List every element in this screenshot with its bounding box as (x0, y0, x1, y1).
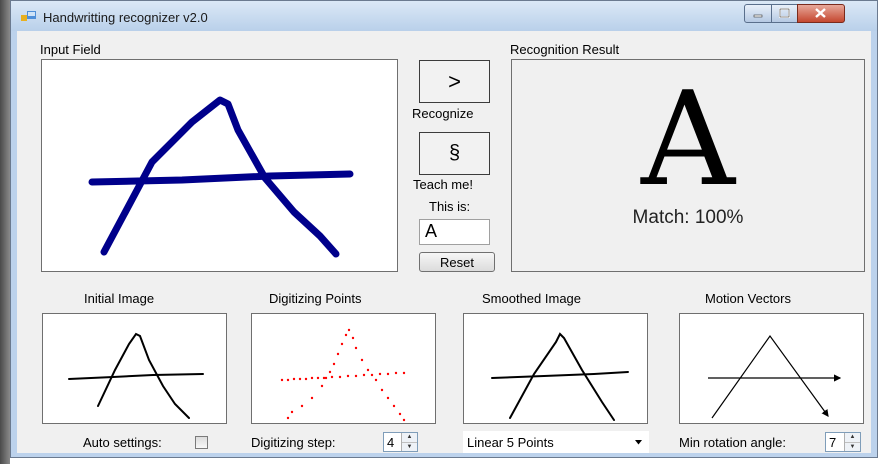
digitizing-step-stepper[interactable]: 4 ▲ ▼ (383, 432, 418, 452)
app-window: Handwritting recognizer v2.0 Input Field… (10, 0, 878, 458)
smoothed-image-preview (463, 313, 648, 424)
motion-vectors-preview (679, 313, 864, 424)
handwritten-letter-drawing (88, 96, 354, 258)
minimize-icon (753, 14, 763, 18)
maximize-button[interactable] (771, 4, 798, 23)
this-is-label: This is: (429, 199, 471, 214)
teach-button[interactable]: § (419, 132, 490, 175)
chevron-down-icon (635, 440, 642, 445)
window-title: Handwritting recognizer v2.0 (43, 10, 208, 25)
title-bar[interactable]: Handwritting recognizer v2.0 (11, 1, 877, 31)
spin-up-icon[interactable]: ▲ (402, 433, 417, 442)
initial-image-drawing (68, 332, 204, 419)
digitizing-points-drawing (280, 328, 406, 422)
smoothing-value: Linear 5 Points (467, 435, 554, 450)
this-is-input[interactable]: A (419, 219, 490, 245)
min-rotation-angle-value: 7 (829, 435, 837, 450)
recognition-result-panel: A Match: 100% (511, 59, 865, 272)
recognition-result-label: Recognition Result (510, 42, 620, 57)
initial-image-label: Initial Image (84, 291, 155, 306)
recognize-button[interactable]: > (419, 60, 490, 103)
result-letter: A (641, 63, 735, 215)
input-field-label: Input Field (40, 42, 101, 57)
minimize-button[interactable] (744, 4, 772, 23)
reset-button[interactable]: Reset (419, 252, 495, 272)
initial-image-preview (42, 313, 227, 424)
smoothed-image-label: Smoothed Image (482, 291, 582, 306)
digitizing-step-label: Digitizing step: (251, 435, 336, 450)
close-button[interactable] (797, 4, 845, 23)
maximize-icon (779, 8, 790, 18)
motion-vectors-label: Motion Vectors (705, 291, 791, 306)
match-percentage: Match: 100% (632, 207, 744, 228)
app-icon (21, 11, 36, 21)
smoothing-select[interactable]: Linear 5 Points (463, 431, 649, 453)
digitizing-points-preview (251, 313, 436, 424)
auto-settings-checkbox[interactable] (195, 436, 208, 449)
teach-section-icon: § (448, 142, 461, 164)
recognize-label: Recognize (412, 106, 474, 121)
smoothed-image-drawing (491, 332, 629, 421)
spin-up-icon[interactable]: ▲ (845, 433, 860, 442)
main-area: Input Field > Recognize § Teach me! This… (17, 31, 871, 453)
min-rotation-angle-stepper[interactable]: 7 ▲ ▼ (825, 432, 861, 452)
spin-down-icon[interactable]: ▼ (402, 441, 417, 451)
input-canvas[interactable] (41, 59, 398, 272)
digitizing-points-label: Digitizing Points (269, 291, 362, 306)
min-rotation-angle-label: Min rotation angle: (679, 435, 786, 450)
auto-settings-label: Auto settings: (83, 435, 162, 450)
digitizing-step-value: 4 (387, 435, 395, 450)
spin-down-icon[interactable]: ▼ (845, 441, 860, 451)
recognize-arrow-icon: > (448, 68, 461, 94)
close-icon (815, 8, 826, 18)
motion-vectors-drawing (708, 334, 842, 419)
teach-label: Teach me! (413, 177, 473, 192)
background-edge (0, 0, 10, 464)
